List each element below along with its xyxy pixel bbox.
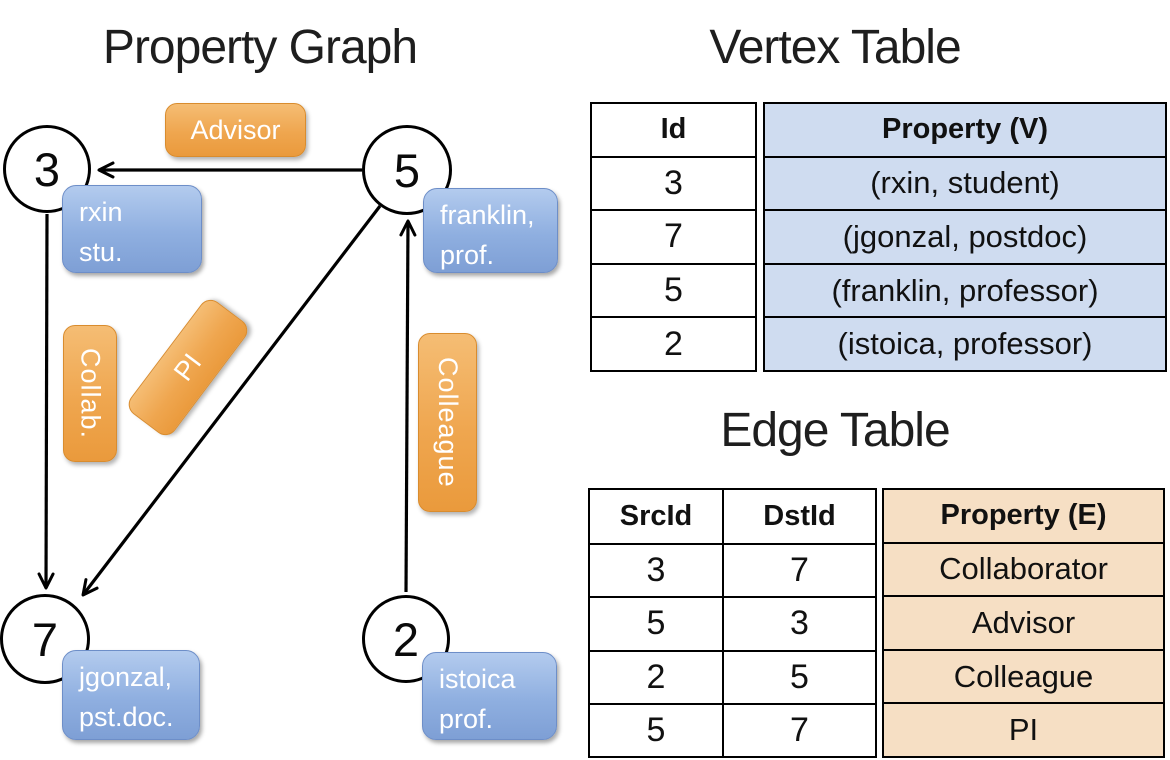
- node-id-label: 5: [393, 143, 421, 197]
- vertex-label-line2: prof.: [440, 239, 495, 270]
- edge-table-dst-cell: 3: [722, 596, 875, 650]
- edge-label-colleague: Colleague: [418, 333, 477, 512]
- edge-collab-arrow-3-to-7: [37, 213, 55, 590]
- edge-table-title: Edge Table: [720, 404, 950, 457]
- edge-table-header-src: SrcId: [619, 500, 693, 533]
- property-graph-title: Property Graph: [102, 21, 418, 74]
- edge-table-property-cell: Collaborator: [884, 541, 1163, 596]
- vertex-label-istoica: istoica prof.: [422, 652, 557, 740]
- vertex-table-property-cell: (jgonzal, postdoc): [765, 209, 1165, 263]
- edge-label-collab: Collab.: [63, 325, 117, 462]
- vertex-table-property-column: Property (V) (rxin, student) (jgonzal, p…: [763, 102, 1167, 372]
- edge-pi-arrow-5-to-7: [81, 205, 382, 597]
- vertex-table-header-id: Id: [660, 113, 687, 146]
- node-id-label: 7: [31, 612, 59, 666]
- vertex-label-franklin: franklin, prof.: [423, 188, 558, 273]
- vertex-table-property-cell: (franklin, professor): [765, 262, 1165, 317]
- edge-label-advisor: Advisor: [165, 103, 306, 157]
- edge-table-dst-cell: 7: [722, 702, 875, 756]
- vertex-table-id-cell: 7: [592, 209, 755, 263]
- edge-table-id-columns: SrcId DstId 3 7 5 3 2 5 5 7: [588, 488, 877, 758]
- edge-table-header-dst: DstId: [722, 490, 875, 544]
- graph-node-3: 3: [3, 125, 91, 213]
- vertex-label-line1: rxin: [79, 197, 123, 227]
- vertex-table-id-cell: 2: [592, 316, 755, 370]
- edge-label-text: Advisor: [190, 114, 281, 145]
- vertex-label-rxin: rxin stu.: [62, 185, 202, 273]
- vertex-table-id-cell: 5: [592, 262, 755, 317]
- vertex-table-title: Vertex Table: [709, 21, 961, 74]
- edge-colleague-arrow-2-to-5: [399, 219, 417, 593]
- edge-table-src-cell: 5: [590, 596, 722, 649]
- vertex-label-line1: franklin,: [440, 200, 535, 230]
- edge-label-text: PI: [167, 347, 208, 387]
- edge-table-src-cell: 5: [590, 702, 722, 756]
- vertex-table-property-cell: (istoica, professor): [765, 316, 1165, 370]
- node-id-label: 3: [33, 142, 61, 196]
- edge-table-dst-cell: 5: [722, 649, 875, 703]
- edge-table-dst-cell: 7: [722, 543, 875, 597]
- vertex-table-property-cell: (rxin, student): [765, 155, 1165, 210]
- vertex-label-line2: stu.: [79, 236, 123, 267]
- edge-table-property-cell: Advisor: [884, 595, 1163, 649]
- vertex-table-id-column: Id 3 7 5 2: [590, 102, 757, 372]
- vertex-label-line2: prof.: [439, 703, 494, 734]
- edge-table-property-column: Property (E) Collaborator Advisor Collea…: [882, 488, 1165, 758]
- edge-table-src-cell: 2: [590, 649, 722, 703]
- edge-table-src-cell: 3: [590, 543, 722, 596]
- node-id-label: 2: [392, 612, 420, 666]
- edge-label-text: Colleague: [433, 357, 463, 488]
- vertex-table-header-property: Property (V): [765, 104, 1165, 156]
- edge-label-text: Collab.: [75, 347, 106, 440]
- vertex-label-line1: jgonzal,: [79, 662, 173, 692]
- vertex-label-jgonzal: jgonzal, pst.doc.: [62, 650, 200, 740]
- edge-table-property-cell: PI: [884, 702, 1163, 756]
- edge-table-property-cell: Colleague: [884, 648, 1163, 703]
- vertex-label-line2: pst.doc.: [79, 701, 174, 732]
- edge-table-header-property: Property (E): [884, 490, 1163, 542]
- vertex-table-id-cell: 3: [592, 155, 755, 210]
- vertex-label-line1: istoica: [439, 664, 516, 694]
